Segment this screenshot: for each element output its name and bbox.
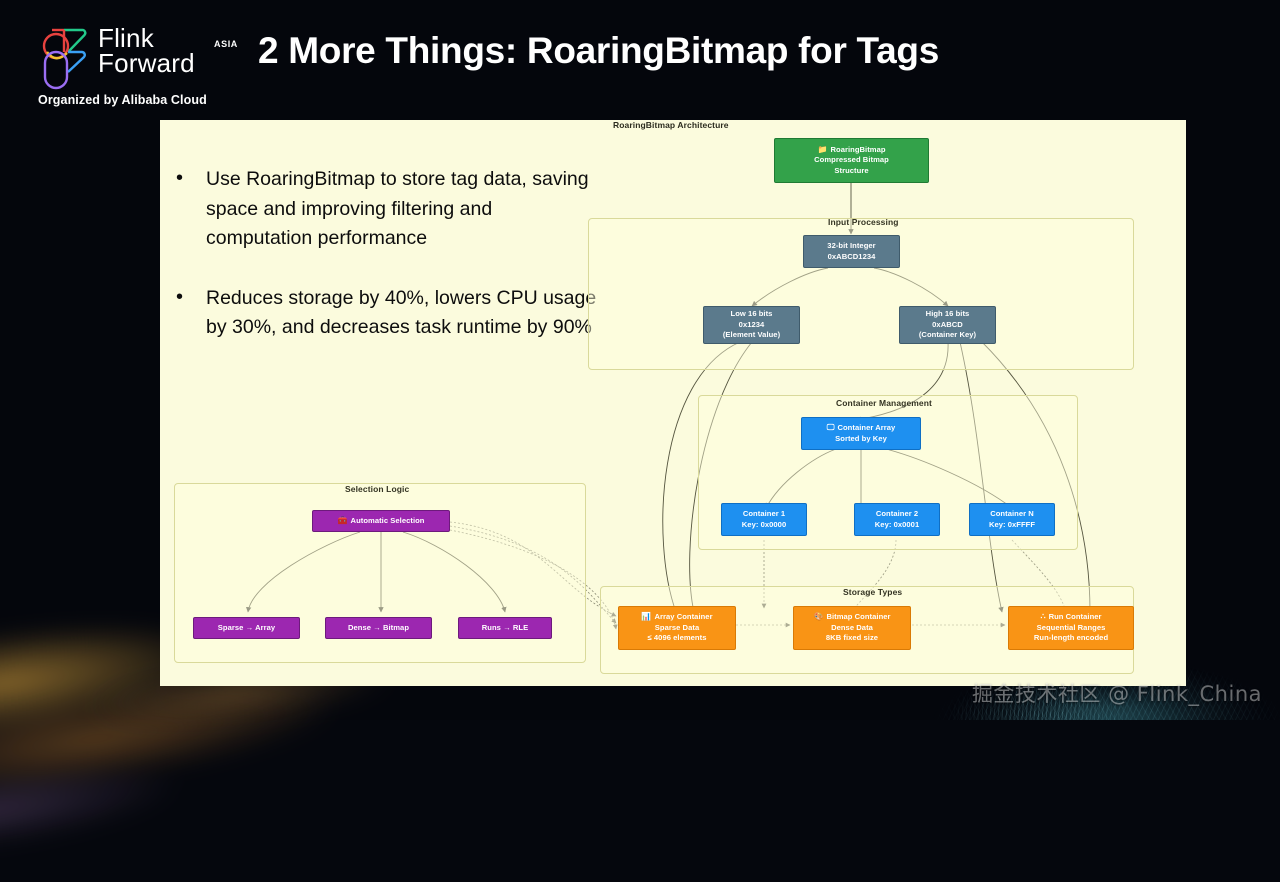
node-low-line1: Low 16 bits: [730, 309, 773, 319]
bar-chart-icon: 📊: [641, 612, 652, 622]
node-automatic-selection-label: Automatic Selection: [350, 515, 425, 525]
node-run-container[interactable]: ∴ Run Container Sequential Ranges Run-le…: [1008, 606, 1134, 650]
node-bitmap-container-line2: Dense Data: [831, 622, 873, 632]
folder-icon: 📁: [817, 144, 828, 154]
node-array-container-line3: ≤ 4096 elements: [647, 633, 707, 643]
brand-name-line1: Flink: [98, 23, 154, 53]
node-sparse-array[interactable]: Sparse → Array: [193, 617, 300, 639]
node-container-n[interactable]: Container N Key: 0xFFFF: [969, 503, 1055, 536]
page-title: 2 More Things: RoaringBitmap for Tags: [258, 30, 939, 71]
node-run-container-line1: Run Container: [1048, 612, 1102, 622]
node-container-1[interactable]: Container 1 Key: 0x0000: [721, 503, 807, 536]
node-dense-label: Dense → Bitmap: [347, 622, 410, 632]
node-dense-bitmap[interactable]: Dense → Bitmap: [325, 617, 432, 639]
node-root-line1: RoaringBitmap: [830, 144, 886, 154]
node-container-n-line1: Container N: [990, 508, 1034, 518]
flink-forward-logo-icon: [42, 28, 87, 90]
cluster-label-input-processing: Input Processing: [828, 217, 899, 227]
node-roaringbitmap-root[interactable]: 📁 RoaringBitmap Compressed Bitmap Struct…: [774, 138, 929, 183]
node-high-line3: (Container Key): [918, 330, 977, 340]
node-container-1-line2: Key: 0x0000: [741, 519, 787, 529]
list-item: Use RoaringBitmap to store tag data, sav…: [168, 164, 598, 254]
brand-name: Flink Forward: [98, 23, 195, 78]
brand-name-line2: Forward: [98, 48, 195, 78]
node-input-line1: 32-bit Integer: [827, 240, 876, 250]
node-input-line2: 0xABCD1234: [827, 251, 876, 261]
node-runs-label: Runs → RLE: [481, 622, 529, 632]
node-bitmap-container-line3: 8KB fixed size: [825, 633, 879, 643]
node-low-line3: (Element Value): [722, 330, 781, 340]
cluster-label-storage-types: Storage Types: [843, 587, 903, 597]
node-run-container-line3: Run-length encoded: [1033, 633, 1109, 643]
node-container-array[interactable]: 🖵 Container Array Sorted by Key: [801, 417, 921, 450]
node-run-container-line2: Sequential Ranges: [1036, 622, 1106, 632]
display-icon: 🖵: [826, 423, 835, 433]
node-bitmap-container[interactable]: 🎨 Bitmap Container Dense Data 8KB fixed …: [793, 606, 911, 650]
node-bitmap-container-line1: Bitmap Container: [826, 612, 891, 622]
node-low-16-bits[interactable]: Low 16 bits 0x1234 (Element Value): [703, 306, 800, 344]
node-runs-rle[interactable]: Runs → RLE: [458, 617, 552, 639]
roaringbitmap-architecture-diagram: RoaringBitmap Architecture: [160, 120, 1186, 686]
node-container-2-line2: Key: 0x0001: [874, 519, 920, 529]
artist-palette-icon: 🎨: [813, 612, 824, 622]
cluster-label-container-management: Container Management: [836, 398, 932, 408]
watermark: 掘金技术社区 @ Flink_China: [971, 682, 1262, 706]
node-container-array-line1: Container Array: [837, 422, 896, 432]
node-array-container[interactable]: 📊 Array Container Sparse Data ≤ 4096 ele…: [618, 606, 736, 650]
node-high-line2: 0xABCD: [932, 319, 963, 329]
node-root-line2: Compressed Bitmap: [814, 155, 889, 165]
node-root-line3: Structure: [834, 165, 869, 175]
bullet-list: Use RoaringBitmap to store tag data, sav…: [168, 164, 598, 373]
cluster-label-selection-logic: Selection Logic: [345, 484, 410, 494]
diagram-title: RoaringBitmap Architecture: [613, 120, 729, 130]
slide-content-panel: Use RoaringBitmap to store tag data, sav…: [160, 120, 1186, 686]
node-container-1-line1: Container 1: [742, 508, 786, 518]
toolbox-icon: 🧰: [337, 516, 348, 525]
brand-region: ASIA: [214, 39, 238, 49]
node-high-line1: High 16 bits: [925, 309, 970, 319]
node-32bit-integer[interactable]: 32-bit Integer 0xABCD1234: [803, 235, 900, 268]
node-array-container-line2: Sparse Data: [654, 622, 700, 632]
node-container-array-line2: Sorted by Key: [835, 433, 887, 443]
node-high-16-bits[interactable]: High 16 bits 0xABCD (Container Key): [899, 306, 996, 344]
node-container-2[interactable]: Container 2 Key: 0x0001: [854, 503, 940, 536]
node-array-container-line1: Array Container: [654, 612, 713, 622]
list-item: Reduces storage by 40%, lowers CPU usage…: [168, 283, 598, 343]
node-container-2-line1: Container 2: [875, 508, 919, 518]
node-container-n-line2: Key: 0xFFFF: [988, 519, 1036, 529]
dotted-line-icon: ∴: [1040, 612, 1046, 622]
node-low-line2: 0x1234: [738, 319, 765, 329]
brand-logo-block: Flink Forward ASIA Organized by Alibaba …: [34, 22, 237, 114]
brand-organized-by: Organized by Alibaba Cloud: [38, 93, 207, 107]
node-automatic-selection[interactable]: 🧰 Automatic Selection: [312, 510, 450, 532]
node-sparse-label: Sparse → Array: [217, 622, 276, 632]
